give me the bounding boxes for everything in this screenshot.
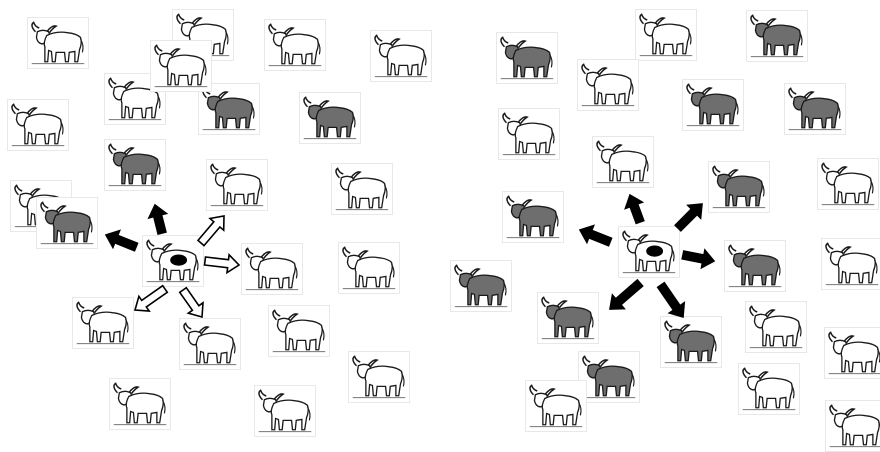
- transmission-arrow-right-0: [580, 226, 612, 246]
- arrows-right: [440, 0, 880, 430]
- transmission-arrow-right-4: [610, 280, 643, 309]
- transmission-arrow-left-2: [198, 216, 224, 246]
- panel-right: [440, 0, 880, 430]
- transmission-arrow-right-2: [675, 204, 702, 231]
- transmission-arrow-left-5: [180, 288, 203, 317]
- transmission-arrow-right-1: [625, 195, 643, 223]
- panel-left: [0, 0, 440, 430]
- arrows-left: [0, 0, 440, 430]
- transmission-arrow-left-1: [149, 205, 167, 234]
- transmission-arrow-right-5: [658, 283, 685, 317]
- transmission-arrow-left-4: [135, 286, 167, 311]
- buffalo-infection-diagram: [0, 0, 880, 430]
- transmission-arrow-right-3: [682, 250, 714, 268]
- transmission-arrow-left-3: [205, 255, 240, 273]
- transmission-arrow-left-0: [106, 231, 138, 251]
